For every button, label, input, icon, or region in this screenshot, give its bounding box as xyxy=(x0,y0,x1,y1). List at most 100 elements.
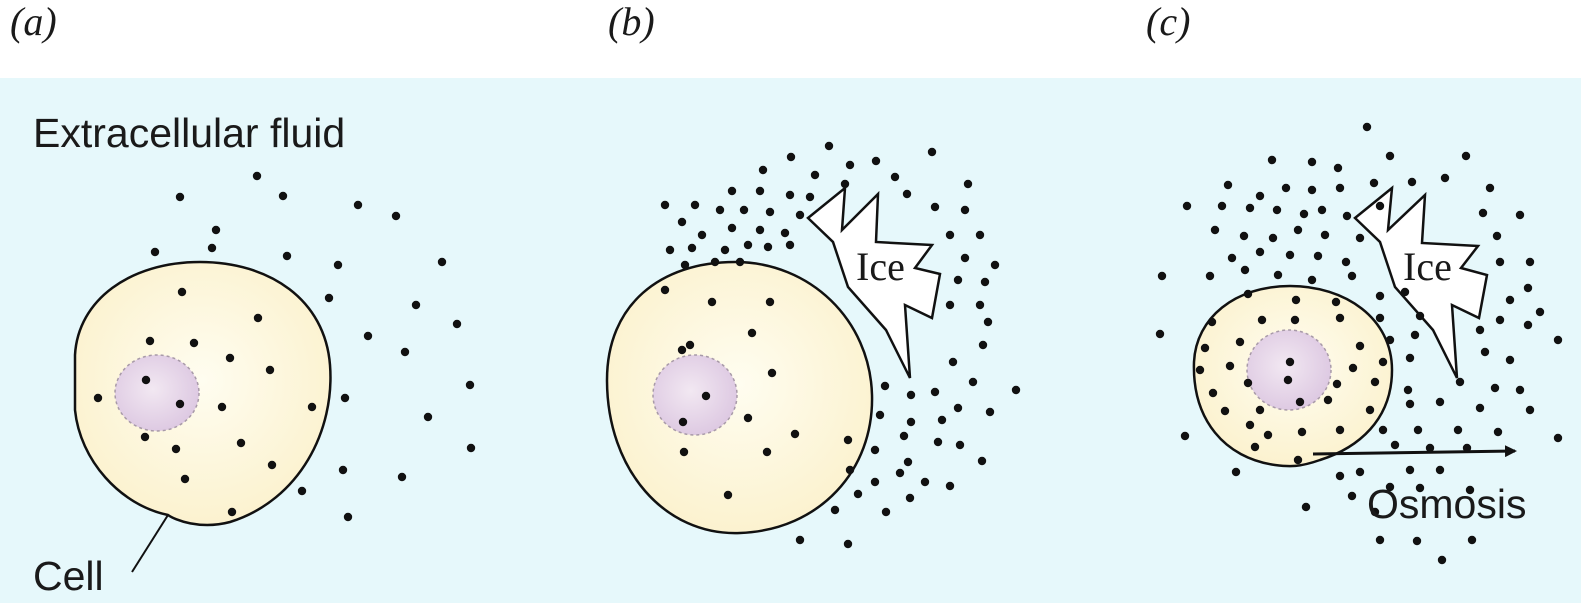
solute-dot xyxy=(142,376,150,384)
solute-dot xyxy=(308,403,316,411)
solute-dot xyxy=(181,475,189,483)
solute-dot xyxy=(766,208,774,216)
solute-dot xyxy=(728,187,736,195)
nucleus-a xyxy=(115,355,199,431)
solute-dot xyxy=(934,438,942,446)
solute-dot xyxy=(1296,398,1304,406)
solute-dot xyxy=(253,172,261,180)
solute-dot xyxy=(744,241,752,249)
solute-dot xyxy=(208,244,216,252)
solute-dot xyxy=(969,378,977,386)
solute-dot xyxy=(786,191,794,199)
solute-dot xyxy=(1506,296,1514,304)
solute-dot xyxy=(1334,164,1342,172)
solute-dot xyxy=(1366,406,1374,414)
solute-dot xyxy=(907,391,915,399)
solute-dot xyxy=(954,276,962,284)
solute-dot xyxy=(398,473,406,481)
solute-dot xyxy=(467,444,475,452)
solute-dot xyxy=(981,278,989,286)
solute-dot xyxy=(1209,389,1217,397)
solute-dot xyxy=(172,445,180,453)
solute-dot xyxy=(1244,290,1252,298)
solute-dot xyxy=(736,258,744,266)
solute-dot xyxy=(1294,226,1302,234)
solute-dot xyxy=(1294,456,1302,464)
solute-dot xyxy=(740,206,748,214)
solute-dot xyxy=(1414,426,1422,434)
solute-dot xyxy=(1156,330,1164,338)
solute-dot xyxy=(1201,344,1209,352)
solute-dot xyxy=(1246,204,1254,212)
solute-dot xyxy=(1256,192,1264,200)
solute-dot xyxy=(1493,232,1501,240)
solute-dot xyxy=(279,192,287,200)
solute-dot xyxy=(1318,206,1326,214)
solute-dot xyxy=(1256,248,1264,256)
solute-dot xyxy=(841,180,849,188)
solute-dot xyxy=(226,354,234,362)
solute-dot xyxy=(325,294,333,302)
solute-dot xyxy=(1300,210,1308,218)
solute-dot xyxy=(964,180,972,188)
solute-dot xyxy=(1524,284,1532,292)
solute-dot xyxy=(1336,184,1344,192)
solute-dot xyxy=(1236,338,1244,346)
solute-dot xyxy=(931,203,939,211)
solute-dot xyxy=(1342,258,1350,266)
solute-dot xyxy=(702,392,710,400)
solute-dot xyxy=(1240,232,1248,240)
solute-dot xyxy=(763,448,771,456)
solute-dot xyxy=(453,320,461,328)
solute-dot xyxy=(1308,186,1316,194)
solute-dot xyxy=(756,226,764,234)
solute-dot xyxy=(1463,444,1471,452)
solute-dot xyxy=(1349,364,1357,372)
solute-dot xyxy=(1406,466,1414,474)
solute-dot xyxy=(661,201,669,209)
solute-dot xyxy=(424,413,432,421)
solute-dot xyxy=(904,458,912,466)
solute-dot xyxy=(228,508,236,516)
nucleus-b xyxy=(653,355,737,435)
solute-dot xyxy=(1379,358,1387,366)
solute-dot xyxy=(1181,432,1189,440)
solute-dot xyxy=(978,457,986,465)
solute-dot xyxy=(1496,258,1504,266)
solute-dot xyxy=(141,433,149,441)
solute-dot xyxy=(1379,426,1387,434)
solute-dot xyxy=(1554,434,1562,442)
solute-dot xyxy=(1506,356,1514,364)
solute-dot xyxy=(678,346,686,354)
solute-dot xyxy=(811,171,819,179)
solute-dot xyxy=(364,332,372,340)
solute-dot xyxy=(698,231,706,239)
solute-dot xyxy=(1363,123,1371,131)
solute-dot xyxy=(680,448,688,456)
nucleus-c xyxy=(1247,330,1331,410)
solute-dot xyxy=(1536,308,1544,316)
solute-dot xyxy=(871,478,879,486)
solute-dot xyxy=(688,244,696,252)
solute-dot xyxy=(1438,556,1446,564)
solute-dot xyxy=(906,494,914,502)
solute-dot xyxy=(946,482,954,490)
solute-dot xyxy=(1291,316,1299,324)
ice-label-b: Ice xyxy=(856,244,905,289)
solute-dot xyxy=(1408,178,1416,186)
solute-dot xyxy=(1494,428,1502,436)
solute-dot xyxy=(1269,234,1277,242)
solute-dot xyxy=(796,211,804,219)
solute-dot xyxy=(1343,212,1351,220)
solute-dot xyxy=(768,369,776,377)
solute-dot xyxy=(844,540,852,548)
solute-dot xyxy=(1158,272,1166,280)
solute-dot xyxy=(466,381,474,389)
solute-dot xyxy=(1308,276,1316,284)
solute-dot xyxy=(1516,211,1524,219)
solute-dot xyxy=(1413,537,1421,545)
solute-dot xyxy=(991,261,999,269)
solute-dot xyxy=(666,246,674,254)
solute-dot xyxy=(931,388,939,396)
solute-dot xyxy=(1221,407,1229,415)
